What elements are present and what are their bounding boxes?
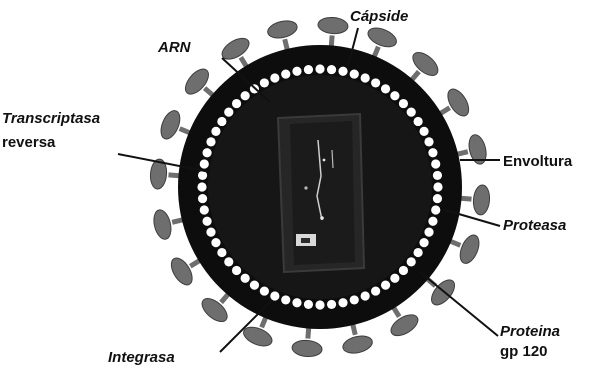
matrix-dot	[198, 194, 207, 203]
matrix-dot	[361, 291, 370, 300]
label-proteina-2: gp 120	[500, 343, 548, 360]
matrix-dot	[431, 205, 440, 214]
matrix-dot	[371, 286, 380, 295]
matrix-dot	[232, 99, 241, 108]
matrix-dot	[281, 295, 290, 304]
matrix-dot	[217, 117, 226, 126]
matrix-dot	[338, 67, 347, 76]
matrix-dot	[224, 108, 233, 117]
matrix-dot	[407, 108, 416, 117]
matrix-dot	[327, 65, 336, 74]
proteina-leader	[420, 272, 498, 336]
matrix-dot	[419, 127, 428, 136]
label-envoltura: Envoltura	[503, 153, 573, 170]
label-transcriptasa-1: Transcriptasa	[2, 110, 100, 127]
matrix-dot	[327, 300, 336, 309]
gp120-spike	[387, 305, 421, 340]
matrix-dot	[431, 159, 440, 168]
matrix-dot	[270, 73, 279, 82]
matrix-dot	[292, 67, 301, 76]
matrix-dot	[433, 182, 442, 191]
gp120-spike	[198, 292, 231, 326]
label-capside: Cápside	[350, 8, 408, 25]
gp120-spike	[181, 65, 215, 98]
matrix-dot	[428, 148, 437, 157]
matrix-dot	[206, 228, 215, 237]
matrix-dot	[200, 159, 209, 168]
matrix-dot	[390, 91, 399, 100]
matrix-dot	[250, 281, 259, 290]
matrix-dot	[224, 257, 233, 266]
matrix-dot	[381, 281, 390, 290]
matrix-dot	[197, 182, 206, 191]
matrix-dot	[206, 137, 215, 146]
matrix-dot	[202, 148, 211, 157]
matrix-dot	[315, 300, 324, 309]
label-proteina-1: Proteina	[500, 323, 560, 340]
matrix-dot	[428, 217, 437, 226]
matrix-dot	[211, 238, 220, 247]
matrix-dot	[202, 217, 211, 226]
matrix-dot	[260, 78, 269, 87]
matrix-dot	[338, 298, 347, 307]
gp120-spike	[317, 16, 348, 49]
gp120-spike	[438, 86, 473, 120]
label-proteasa: Proteasa	[503, 217, 566, 234]
matrix-dot	[350, 295, 359, 304]
matrix-dot	[304, 300, 313, 309]
matrix-dot	[211, 127, 220, 136]
label-arn: ARN	[157, 39, 192, 56]
matrix-dot	[424, 228, 433, 237]
label-transcriptasa-2: reversa	[2, 134, 56, 151]
gp120-spike	[167, 254, 202, 288]
matrix-dot	[381, 84, 390, 93]
matrix-dot	[433, 171, 442, 180]
matrix-dot	[424, 137, 433, 146]
matrix-dot	[270, 291, 279, 300]
matrix-dot	[304, 65, 313, 74]
matrix-dot	[399, 99, 408, 108]
matrix-dot	[361, 73, 370, 82]
matrix-dot	[414, 117, 423, 126]
gp120-spike	[458, 184, 491, 215]
matrix-dot	[371, 78, 380, 87]
matrix-dot	[407, 257, 416, 266]
matrix-dot	[260, 286, 269, 295]
matrix-dot	[390, 274, 399, 283]
matrix-dot	[433, 194, 442, 203]
label-integrasa: Integrasa	[108, 349, 175, 366]
gp120-spike	[219, 34, 253, 69]
matrix-dot	[281, 69, 290, 78]
matrix-dot	[241, 91, 250, 100]
matrix-dot	[198, 171, 207, 180]
gp120-spike	[409, 48, 442, 82]
capsid-core	[278, 114, 364, 272]
gp120-spike	[291, 325, 322, 358]
matrix-dot	[399, 266, 408, 275]
matrix-dot	[419, 238, 428, 247]
matrix-dot	[350, 69, 359, 78]
matrix-dot	[241, 274, 250, 283]
matrix-dot	[315, 64, 324, 73]
matrix-dot	[217, 248, 226, 257]
matrix-dot	[292, 298, 301, 307]
matrix-dot	[414, 248, 423, 257]
matrix-dot	[200, 205, 209, 214]
matrix-dot	[232, 266, 241, 275]
